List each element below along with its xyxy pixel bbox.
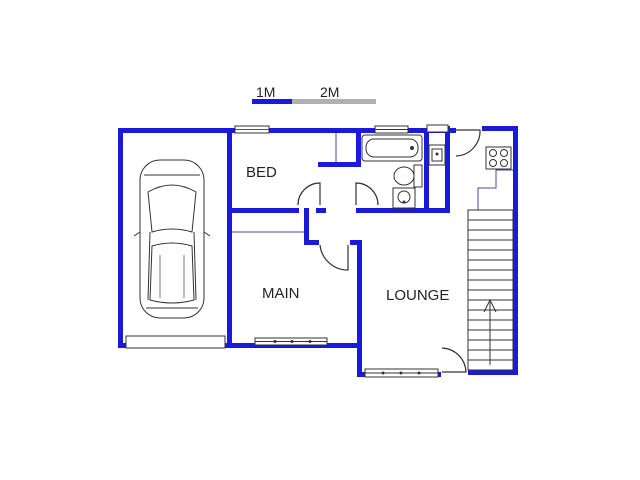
room-label-main: MAIN <box>262 285 300 302</box>
wall-lobby-right <box>350 240 362 245</box>
basin-icon <box>392 187 416 209</box>
wall-kitchen-bottom <box>426 208 450 213</box>
room-label-bed: BED <box>246 164 277 181</box>
wall-bath-right <box>424 128 429 213</box>
window-lounge-bottom-dot-1 <box>381 371 385 375</box>
window-lounge-bottom-dot-2 <box>399 371 403 375</box>
wall-garage-divider <box>227 128 232 348</box>
room-label-lounge: LOUNGE <box>386 287 449 304</box>
scale-bar: 1M 2M <box>252 84 376 104</box>
toilet-icon <box>393 164 423 188</box>
bathtub-icon <box>361 134 423 162</box>
door-swing-icon <box>441 347 467 373</box>
doors <box>297 129 481 373</box>
wall-left <box>118 128 123 348</box>
wall-bottom-left <box>118 343 362 348</box>
stairs-icon <box>467 209 514 371</box>
wall-right <box>513 126 518 375</box>
windows <box>125 124 449 378</box>
wall-bed-bath-stub <box>318 162 361 167</box>
scale-label-1m: 1M <box>256 84 275 100</box>
wall-bed-bottom-a <box>227 208 299 213</box>
scale-label-2m: 2M <box>320 84 339 100</box>
scale-bar-second-meter <box>292 99 376 104</box>
wall-top-right-b <box>482 126 518 131</box>
stove-icon <box>485 146 512 170</box>
wall-main-right <box>357 240 362 377</box>
wall-bath-bottom <box>356 208 428 213</box>
window-main-bottom-dot-2 <box>290 340 294 343</box>
door-swing-icon <box>455 129 481 157</box>
car-icon <box>133 159 211 319</box>
basin-icon <box>428 144 446 166</box>
scale-bar-first-meter <box>252 99 292 104</box>
kitchen-counter-line <box>468 169 513 211</box>
wall-bottom-right <box>468 370 518 375</box>
wall-lobby-stub <box>304 208 309 243</box>
door-swing-icon <box>355 182 379 206</box>
wall-bed-bottom-b <box>316 208 326 213</box>
wall-bed-bath-divider <box>356 128 361 165</box>
garage-door-opening <box>125 335 226 349</box>
window-main-bottom-dot-3 <box>308 340 312 343</box>
window-lounge-bottom-dot-3 <box>417 371 421 375</box>
window-main-bottom-dot-1 <box>273 340 277 343</box>
wall-kitchen-stub <box>445 126 450 213</box>
door-swing-icon <box>297 182 321 206</box>
window-kitchen-top <box>426 124 449 133</box>
door-swing-icon <box>319 244 349 271</box>
wall-lobby-bottom <box>304 240 319 245</box>
